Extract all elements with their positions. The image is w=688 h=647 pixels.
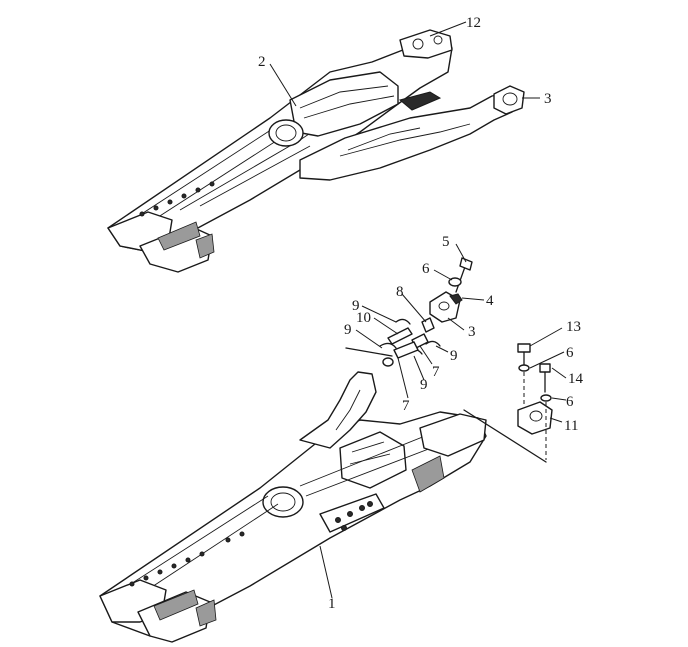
part-label-2: 2 bbox=[258, 54, 266, 70]
bolt-5 bbox=[455, 263, 467, 293]
part-label-9-c: 9 bbox=[450, 348, 458, 364]
part-label-3-lower: 3 bbox=[468, 324, 476, 340]
upper-frame-assembly bbox=[107, 29, 525, 273]
nut-4 bbox=[449, 293, 463, 305]
part-label-9-b: 9 bbox=[344, 322, 352, 338]
part-label-8: 8 bbox=[396, 284, 404, 300]
part-label-6-bolt5: 6 bbox=[422, 261, 430, 277]
part-label-7-b: 7 bbox=[402, 398, 410, 414]
lower-frame-riser bbox=[299, 371, 377, 449]
part-label-11: 11 bbox=[564, 418, 578, 434]
part-number-labels: 2 12 3 5 6 4 8 3 9 10 9 9 7 9 7 13 6 14 … bbox=[258, 15, 584, 612]
part-label-3-upper: 3 bbox=[544, 91, 552, 107]
part-label-6-bolt13: 6 bbox=[566, 345, 574, 361]
part-label-7-a: 7 bbox=[432, 364, 440, 380]
part-label-14: 14 bbox=[568, 371, 584, 387]
part-label-12: 12 bbox=[466, 15, 481, 31]
part-label-9-d: 9 bbox=[420, 377, 428, 393]
part-label-4: 4 bbox=[486, 293, 494, 309]
clamp-11 bbox=[517, 401, 553, 435]
part-label-9-a: 9 bbox=[352, 298, 360, 314]
part-label-5: 5 bbox=[442, 234, 450, 250]
part-label-13: 13 bbox=[566, 319, 581, 335]
part-label-10: 10 bbox=[356, 310, 371, 326]
part-label-1: 1 bbox=[328, 596, 336, 612]
small-parts bbox=[345, 257, 553, 463]
lower-frame-assembly bbox=[99, 371, 487, 643]
part-label-6-bolt14: 6 bbox=[566, 394, 574, 410]
leader-lines bbox=[269, 21, 567, 599]
